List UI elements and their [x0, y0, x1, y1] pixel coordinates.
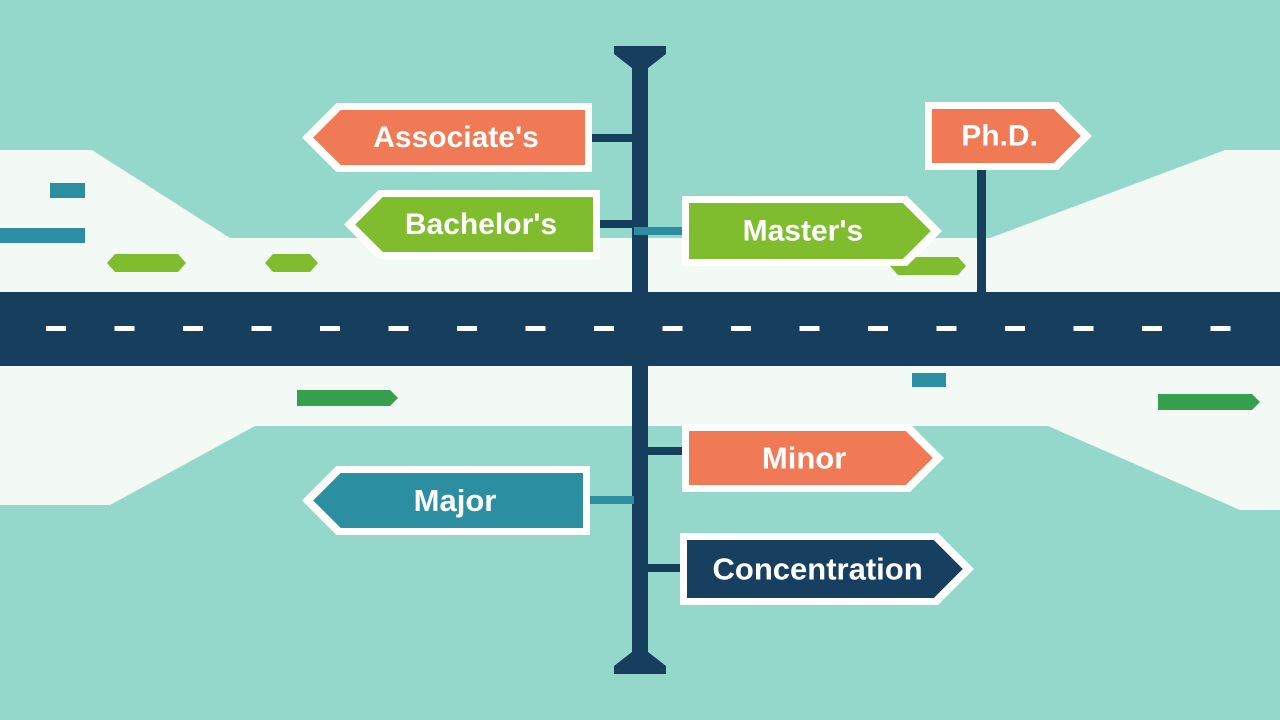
arm-concentration	[648, 564, 686, 572]
phd-post	[977, 165, 986, 295]
decor-green-tag	[107, 254, 186, 272]
road-dash	[320, 326, 340, 331]
road-dash	[388, 326, 409, 331]
road-center-dashes	[46, 326, 1231, 331]
road-dash	[1142, 326, 1162, 331]
decor-green-tag	[297, 390, 398, 406]
sign-major-face	[313, 473, 583, 528]
sign-concentration-face	[687, 540, 963, 598]
road-dash	[525, 326, 546, 331]
arm-bachelors	[596, 220, 634, 228]
road-dash	[183, 326, 203, 331]
road-dash	[868, 326, 888, 331]
arm-major	[590, 496, 634, 504]
sign-bachelors-face	[355, 197, 593, 252]
sign-phd-label: Ph.D.	[961, 120, 1038, 153]
decor-green-tag	[265, 254, 318, 272]
road-dash	[799, 326, 820, 331]
road-dash	[114, 326, 135, 331]
sign-minor-label: Minor	[762, 441, 846, 476]
road-dash	[936, 326, 957, 331]
sign-bachelors-label: Bachelor's	[405, 208, 557, 241]
sign-minor: Minor	[682, 424, 944, 492]
upper-ground-band	[0, 150, 1280, 292]
sign-minor-face	[689, 431, 933, 485]
decor-blue-bar	[0, 228, 85, 243]
arm-associates	[590, 134, 634, 142]
sign-associates-face	[313, 110, 585, 165]
road-dash	[594, 326, 614, 331]
road-dash	[457, 326, 477, 331]
road-dash	[1005, 326, 1025, 331]
road-dash	[731, 326, 751, 331]
decor-green-tag	[1158, 394, 1260, 410]
sign-major: Major	[302, 466, 590, 535]
arm-masters	[634, 227, 682, 235]
post-top-cap	[614, 46, 666, 68]
sign-masters-face	[689, 203, 931, 259]
road-dash	[1073, 326, 1094, 331]
sign-phd: Ph.D.	[925, 102, 1092, 170]
sign-concentration: Concentration	[680, 533, 974, 605]
sign-major-label: Major	[414, 483, 497, 518]
sign-associates-label: Associate's	[373, 121, 539, 154]
post-base	[614, 652, 666, 674]
decor-blue-bar	[50, 183, 85, 198]
sign-masters-label: Master's	[743, 215, 864, 248]
sign-bachelors: Bachelor's	[344, 190, 600, 259]
road-dash	[662, 326, 683, 331]
sign-phd-face	[932, 109, 1081, 163]
road	[0, 292, 1280, 366]
decor-blue-bar	[912, 373, 946, 387]
arm-minor	[648, 447, 686, 455]
road-dash	[46, 326, 66, 331]
road-dash	[251, 326, 272, 331]
sign-masters: Master's	[682, 196, 942, 266]
road-dash	[1210, 326, 1231, 331]
sign-concentration-label: Concentration	[713, 552, 923, 587]
sign-associates: Associate's	[302, 103, 592, 172]
